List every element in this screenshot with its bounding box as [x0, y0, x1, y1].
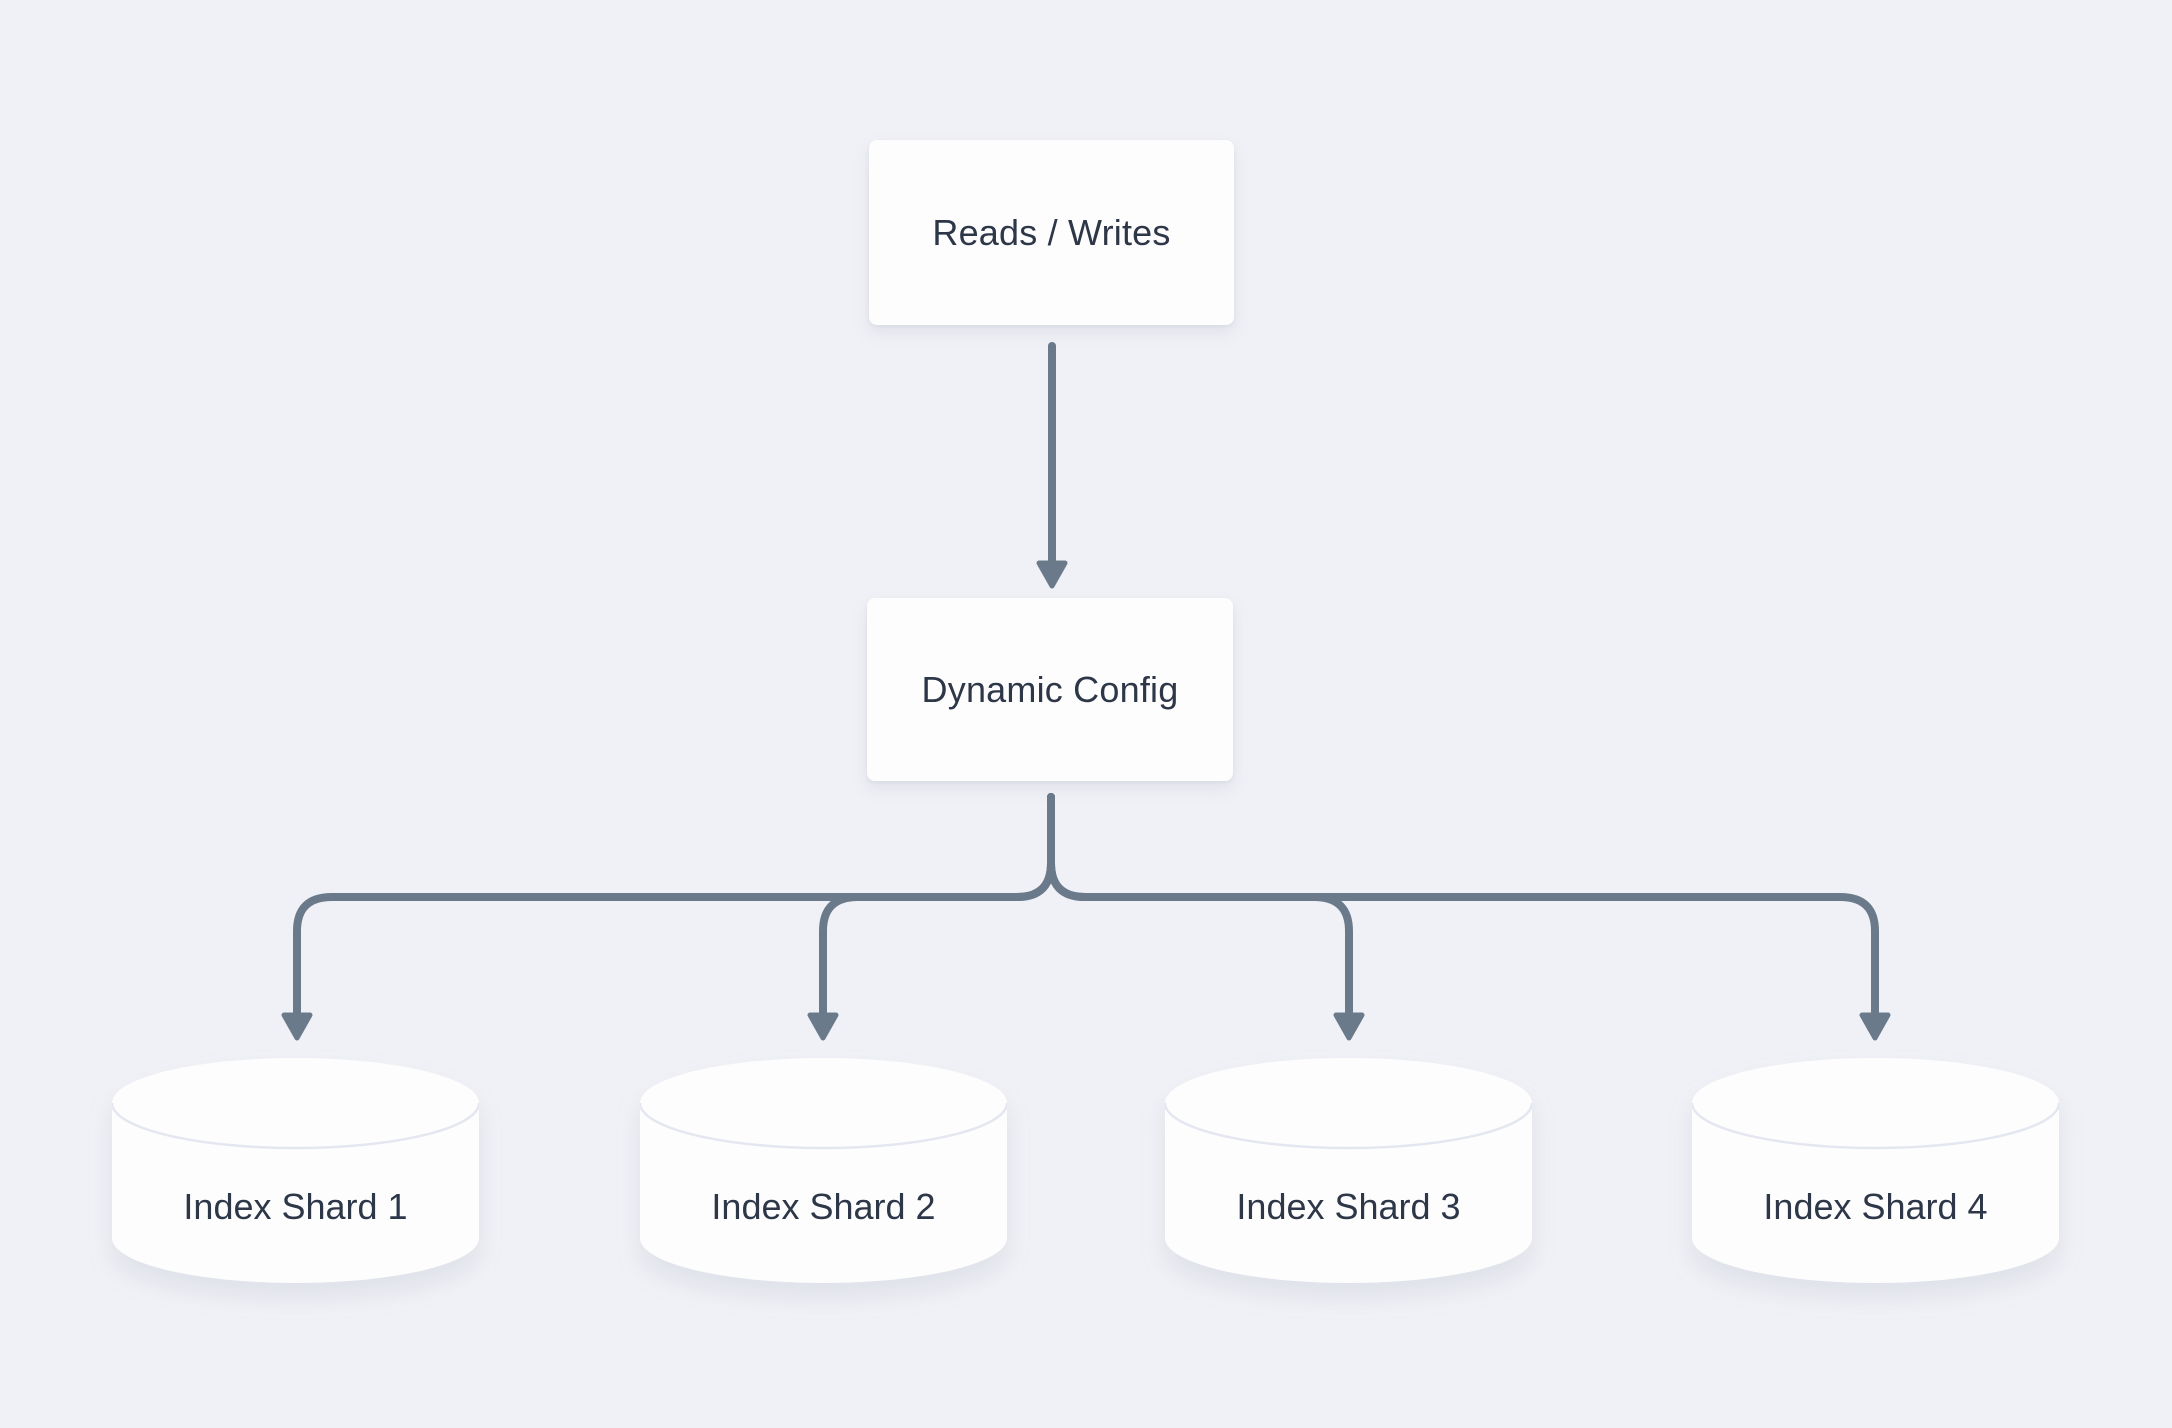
arrowhead-shard-1-icon — [281, 1012, 313, 1041]
arrowhead-shard-2-icon — [807, 1012, 839, 1041]
connector-config-to-shard-1 — [293, 793, 1055, 1016]
node-index-shard-2-label: Index Shard 2 — [711, 1186, 936, 1227]
arrowhead-shard-3-icon — [1333, 1012, 1365, 1041]
database-cylinder-icon — [1692, 1058, 2059, 1283]
database-cylinder-icon — [1165, 1058, 1532, 1283]
node-reads-writes: Reads / Writes — [869, 140, 1234, 325]
node-dynamic-config-label: Dynamic Config — [921, 668, 1179, 710]
arrowhead-shard-4-icon — [1859, 1012, 1891, 1041]
connector-config-to-shard-4 — [1047, 793, 1879, 1016]
node-index-shard-4-label: Index Shard 4 — [1763, 1186, 1988, 1227]
node-index-shard-3-label: Index Shard 3 — [1236, 1186, 1461, 1227]
database-cylinder-icon — [112, 1058, 479, 1283]
database-cylinder-icon — [640, 1058, 1007, 1283]
node-index-shard-2: Index Shard 2 — [640, 1058, 1007, 1283]
node-index-shard-1-label: Index Shard 1 — [183, 1186, 408, 1227]
node-index-shard-4: Index Shard 4 — [1692, 1058, 2059, 1283]
node-reads-writes-label: Reads / Writes — [932, 211, 1171, 253]
arrowhead-config-icon — [1036, 560, 1068, 589]
connector-config-to-shard-3 — [1047, 793, 1353, 1016]
node-index-shard-3: Index Shard 3 — [1165, 1058, 1532, 1283]
connector-config-to-shard-2 — [819, 793, 1055, 1016]
node-index-shard-1: Index Shard 1 — [112, 1058, 479, 1283]
node-dynamic-config: Dynamic Config — [867, 598, 1233, 781]
